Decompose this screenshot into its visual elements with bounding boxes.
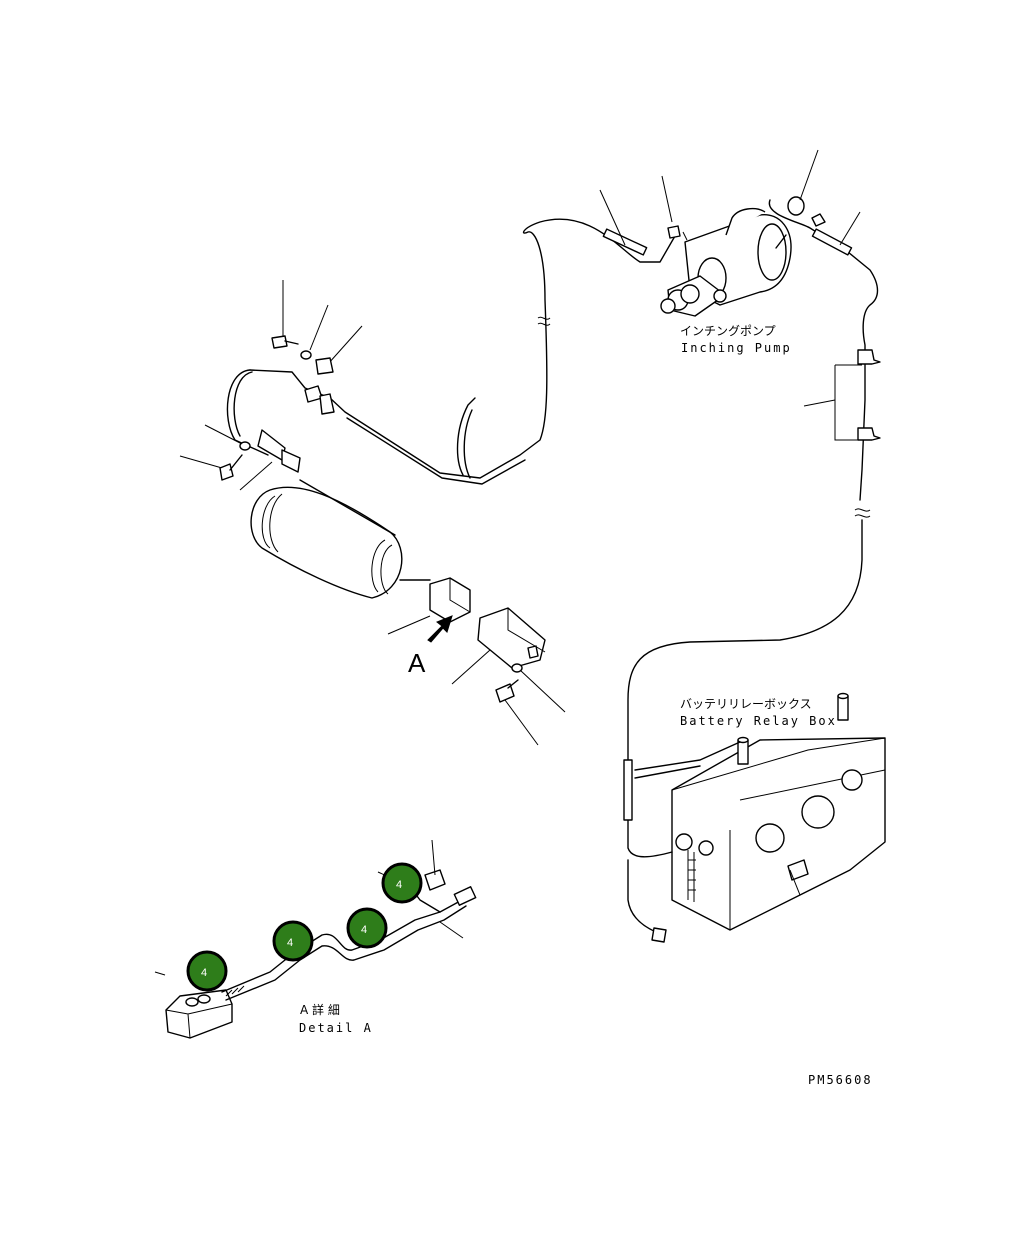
callout-3-circle[interactable]	[346, 907, 388, 949]
pump-leaders	[599, 149, 861, 407]
view-letter: A	[408, 648, 426, 678]
upper-fasteners	[271, 280, 363, 415]
connector-assembly	[387, 577, 566, 746]
callout-4-circle[interactable]	[381, 862, 423, 904]
battery-relay-box-jp-label: バッテリリレーボックス	[680, 697, 812, 711]
main-harness	[226, 199, 881, 761]
battery-relay-box	[623, 692, 886, 943]
inching-pump-en-label: Inching Pump	[681, 341, 792, 355]
detail-a-assembly	[154, 839, 477, 1039]
callout-2-circle[interactable]	[272, 920, 314, 962]
inching-pump-jp-label: インチングポンプ	[680, 324, 776, 338]
battery-relay-box-en-label: Battery Relay Box	[680, 714, 837, 728]
inching-pump	[660, 196, 826, 317]
drawing-number: PM56608	[808, 1073, 873, 1087]
detail-a-jp-label: A 詳 細	[300, 1002, 340, 1017]
callout-3[interactable]: 4	[346, 907, 388, 949]
callout-4[interactable]: 4	[381, 862, 423, 904]
callout-1[interactable]: 4	[186, 950, 228, 992]
lower-left-fasteners	[179, 424, 301, 491]
callout-2[interactable]: 4	[272, 920, 314, 962]
detail-a-en-label: Detail A	[299, 1021, 373, 1035]
callout-1-circle[interactable]	[186, 950, 228, 992]
cylinder-tank	[250, 479, 431, 599]
